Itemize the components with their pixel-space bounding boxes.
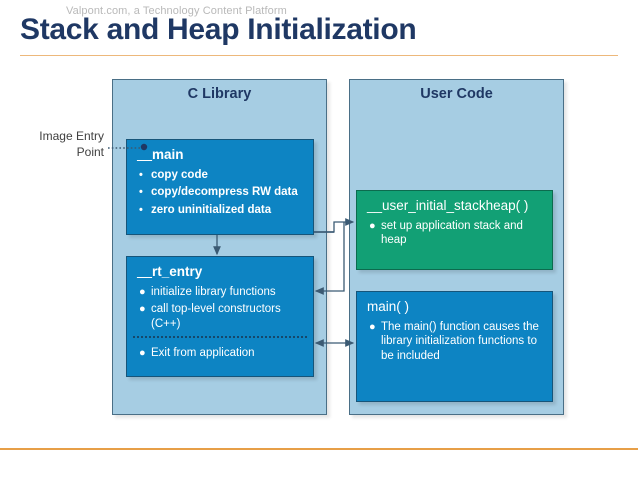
list-item-label: copy/decompress RW data	[151, 186, 298, 199]
title-divider	[20, 55, 618, 56]
bullet-dot-icon: ●	[369, 219, 376, 232]
list-item-label: copy code	[151, 168, 208, 181]
bullet-dot-icon: •	[139, 168, 143, 181]
box-user-initial-stackheap-title: __user_initial_stackheap( )	[367, 198, 529, 213]
list-item-label: call top-level constructors (C++)	[151, 303, 281, 330]
box-rt-entry-title-prefix: __	[137, 264, 153, 279]
page-title: Stack and Heap Initialization	[20, 13, 417, 46]
image-entry-point-line-2: Point	[76, 144, 104, 159]
bullet-dot-icon: •	[139, 203, 143, 216]
box-rt-entry-divider	[133, 336, 307, 338]
list-item: ● Exit from application	[137, 346, 305, 360]
box-main[interactable]: __main • copy code • copy/decompress RW da…	[126, 139, 314, 235]
bullet-dot-icon: ●	[369, 320, 376, 333]
box-main-function-title: main( )	[367, 299, 410, 314]
box-main-bullets: • copy code • copy/decompress RW data • zer…	[137, 168, 304, 217]
image-entry-point-line-1: Image Entry	[39, 129, 104, 143]
box-main-title-rest: main	[152, 147, 184, 162]
list-item-label: set up application stack and heap	[381, 219, 523, 247]
box-rt-entry-title-rest: rt_entry	[152, 264, 203, 279]
box-rt-entry-bullets: ● initialize library functions ● call top-…	[137, 285, 304, 331]
image-entry-point-label: Image Entry Point	[14, 129, 104, 161]
bullet-dot-icon: ●	[139, 347, 146, 359]
list-item: ● initialize library functions	[137, 285, 304, 299]
panel-user-code-title: User Code	[420, 86, 493, 102]
bullet-dot-icon: ●	[139, 285, 146, 298]
box-user-initial-stackheap[interactable]: __user_initial_stackheap( ) ● set up appl…	[356, 190, 553, 270]
list-item: • copy code	[137, 168, 304, 182]
box-rt-entry-bullets-below: ● Exit from application	[137, 346, 305, 363]
list-item: ● The main() function causes the library …	[367, 320, 543, 363]
list-item: • copy/decompress RW data	[137, 185, 304, 199]
list-item-label: zero uninitialized data	[151, 203, 272, 216]
list-item: ● set up application stack and heap	[367, 219, 543, 248]
list-item: ● call top-level constructors (C++)	[137, 302, 304, 331]
panel-c-library-title: C Library	[187, 86, 252, 102]
box-rt-entry[interactable]: __rt_entry ● initialize library functions…	[126, 256, 314, 377]
box-user-initial-stackheap-bullets: ● set up application stack and heap	[367, 219, 543, 248]
footer-divider	[0, 448, 638, 450]
box-main-title: __main	[137, 147, 304, 164]
list-item-label: Exit from application	[151, 347, 255, 359]
box-main-function[interactable]: main( ) ● The main() function causes the …	[356, 291, 553, 402]
box-main-function-bullets: ● The main() function causes the library …	[367, 320, 543, 363]
list-item-label: initialize library functions	[151, 285, 276, 298]
list-item: • zero uninitialized data	[137, 203, 304, 217]
bullet-dot-icon: •	[139, 186, 143, 199]
bullet-dot-icon: ●	[139, 303, 146, 316]
box-rt-entry-title: __rt_entry	[137, 264, 304, 281]
box-main-title-prefix: __	[137, 147, 153, 162]
list-item-label: The main() function causes the library i…	[381, 320, 539, 362]
watermark: Valpont.com, a Technology Content Platfo…	[66, 5, 287, 17]
